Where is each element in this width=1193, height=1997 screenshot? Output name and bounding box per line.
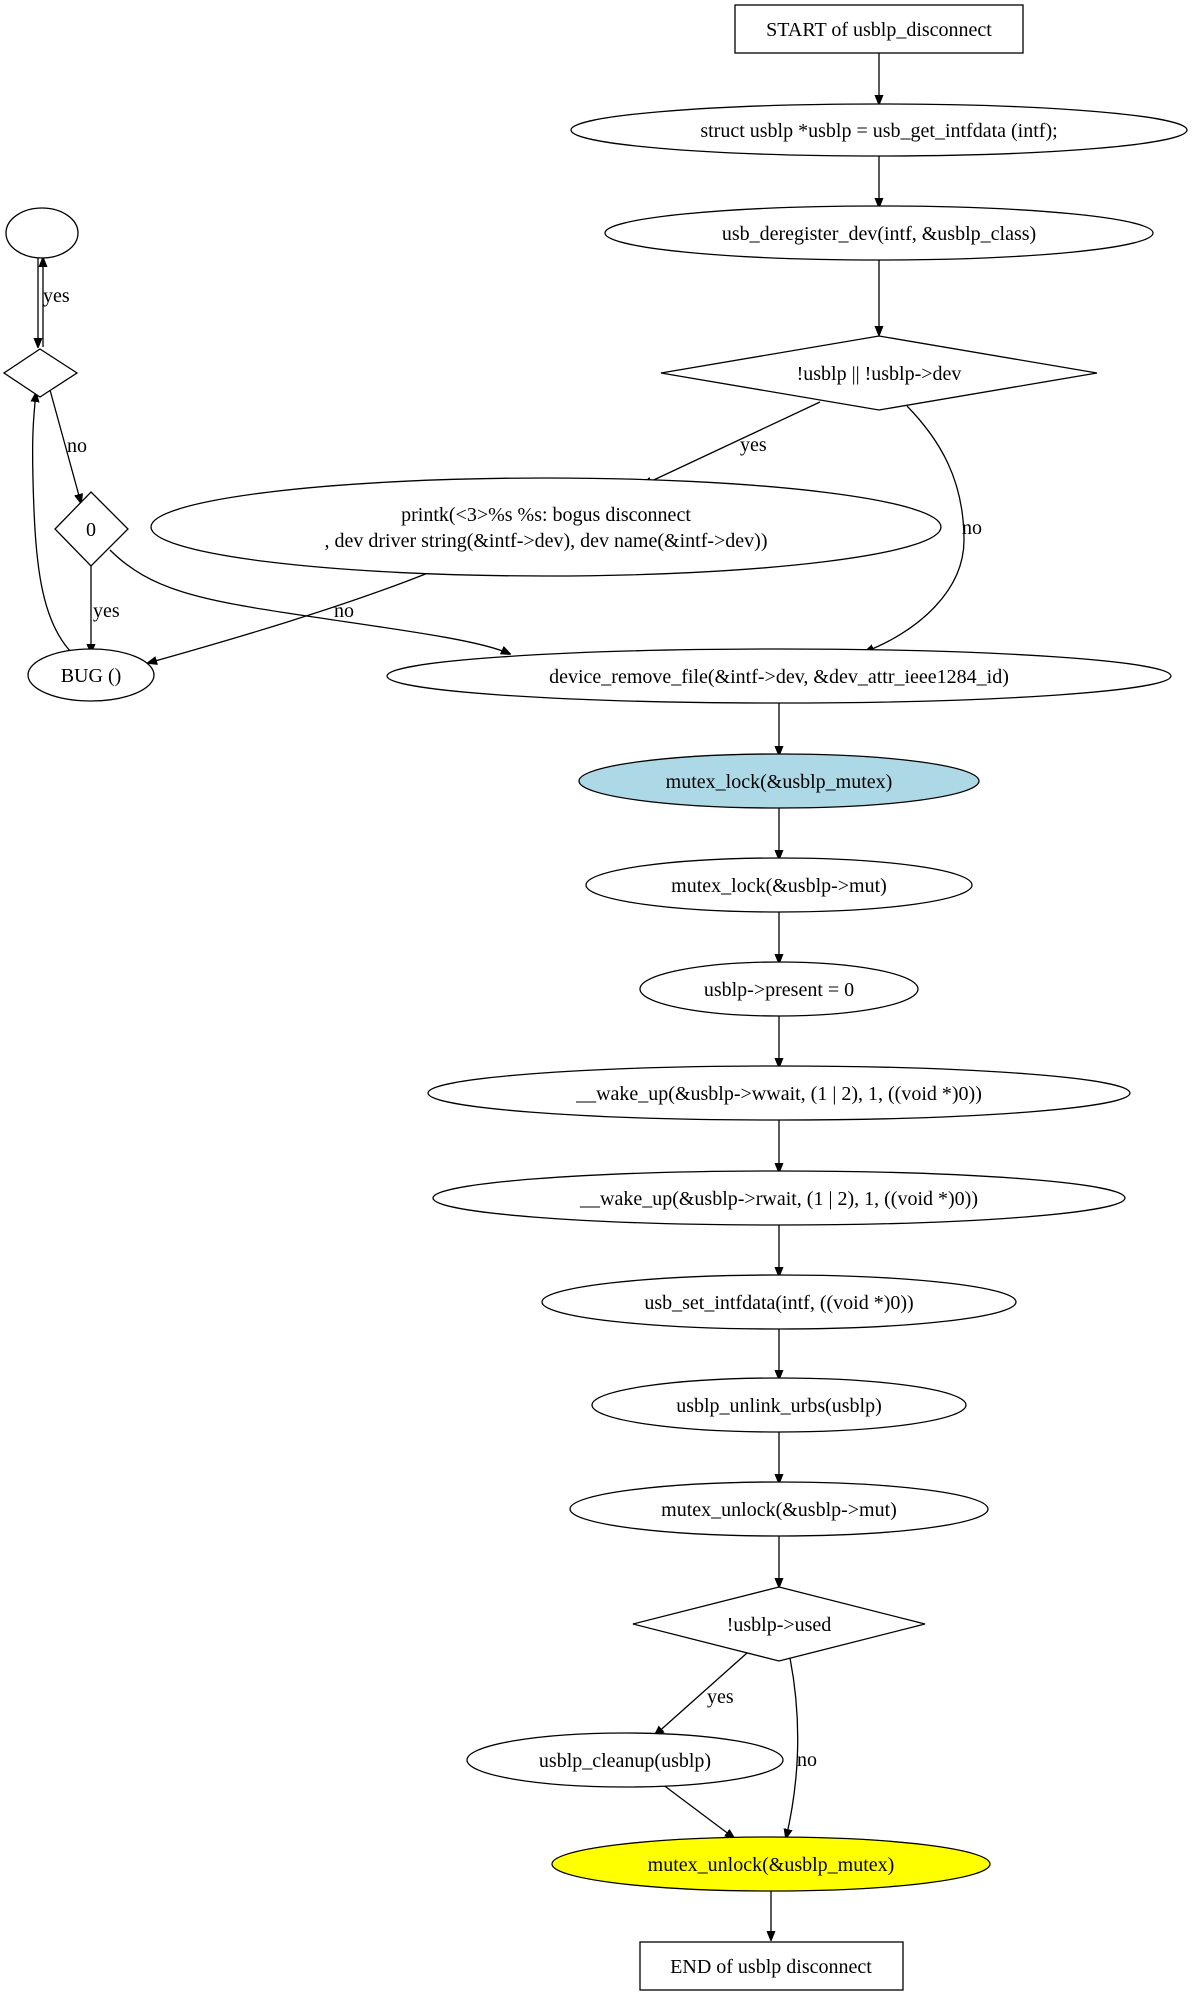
node-check-usblp-label: !usblp || !usblp->dev (797, 363, 962, 385)
edge-label-check-used-no: no (797, 1749, 817, 1771)
edge-label-printk-no: no (334, 600, 354, 622)
node-get-intfdata-label: struct usblp *usblp = usb_get_intfdata (… (700, 120, 1057, 142)
node-present-label: usblp->present = 0 (704, 979, 854, 1001)
edge-check-used-to-cleanup-yes (655, 1652, 748, 1735)
node-wake-wwait-shape (427, 1065, 1131, 1121)
node-present: usblp->present = 0 (639, 961, 919, 1017)
node-check-usblp: !usblp || !usblp->dev (660, 335, 1098, 411)
edge-printk-to-bug-no (148, 572, 429, 663)
node-remove-file: device_remove_file(&intf->dev, &dev_attr… (386, 648, 1172, 704)
node-cleanup-shape (466, 1732, 784, 1788)
node-bug: BUG () (27, 648, 155, 702)
node-get-intfdata-shape (570, 103, 1188, 157)
node-wake-rwait-label: __wake_up(&usblp->rwait, (1 | 2), 1, ((v… (579, 1188, 978, 1210)
edge-check-used-to-unlock-global-no (786, 1657, 799, 1838)
node-lock-global-shape (578, 753, 980, 809)
node-unlink-urbs: usblp_unlink_urbs(usblp) (591, 1377, 967, 1433)
node-set-intfdata-shape (541, 1274, 1017, 1330)
edges (33, 53, 965, 1940)
node-lock-global: mutex_lock(&usblp_mutex) (578, 753, 980, 809)
node-zero-check-label: 0 (86, 519, 96, 541)
node-start-box (734, 4, 1024, 54)
node-cleanup-label: usblp_cleanup(usblp) (539, 1750, 711, 1772)
node-unlock-mut-shape (569, 1481, 989, 1537)
edge-check-usblp-to-printk-yes (643, 401, 821, 485)
edge-bug-to-empty-diamond (33, 393, 73, 654)
node-zero-check: 0 (54, 491, 129, 567)
node-unlink-urbs-shape (591, 1377, 967, 1433)
node-deregister-shape (604, 205, 1154, 261)
node-wake-rwait-shape (432, 1170, 1126, 1226)
edge-check-usblp-to-remove-file-no (865, 405, 965, 652)
node-printk: printk(<3>%s %s: bogus disconnect , dev … (150, 477, 942, 577)
node-end-label: END of usblp disconnect (670, 1956, 872, 1978)
node-start: START of usblp_disconnect (734, 4, 1024, 54)
edge-label-check-usblp-yes: yes (740, 434, 767, 456)
node-printk-label-line1: printk(<3>%s %s: bogus disconnect (401, 504, 691, 526)
node-empty-diamond-shape (2, 348, 79, 398)
node-check-used-label: !usblp->used (727, 1614, 832, 1636)
node-wake-wwait: __wake_up(&usblp->wwait, (1 | 2), 1, ((v… (427, 1065, 1131, 1121)
edge-label-empty-diamond-yes: yes (43, 285, 70, 307)
node-end: END of usblp disconnect (639, 1941, 904, 1991)
node-unlock-global-label: mutex_unlock(&usblp_mutex) (648, 1854, 895, 1876)
edge-label-check-usblp-no: no (962, 517, 982, 539)
node-bug-shape (27, 648, 155, 702)
node-bug-label: BUG () (61, 665, 122, 687)
node-wake-rwait: __wake_up(&usblp->rwait, (1 | 2), 1, ((v… (432, 1170, 1126, 1226)
node-cleanup: usblp_cleanup(usblp) (466, 1732, 784, 1788)
node-lock-mut: mutex_lock(&usblp->mut) (585, 857, 973, 913)
node-lock-global-label: mutex_lock(&usblp_mutex) (666, 771, 893, 793)
edge-label-check-used-yes: yes (707, 1686, 734, 1708)
node-printk-shape (150, 477, 942, 577)
node-check-usblp-shape (660, 335, 1098, 411)
node-zero-check-shape (54, 491, 129, 567)
node-get-intfdata: struct usblp *usblp = usb_get_intfdata (… (570, 103, 1188, 157)
node-present-shape (639, 961, 919, 1017)
node-empty-diamond (2, 348, 79, 398)
node-empty-top (5, 207, 79, 259)
node-remove-file-label: device_remove_file(&intf->dev, &dev_attr… (549, 666, 1009, 688)
nodes: START of usblp_disconnect struct usblp *… (2, 4, 1188, 1991)
node-check-used-shape (632, 1586, 926, 1662)
node-unlock-global-shape (551, 1836, 991, 1892)
node-deregister: usb_deregister_dev(intf, &usblp_class) (604, 205, 1154, 261)
node-deregister-label: usb_deregister_dev(intf, &usblp_class) (722, 223, 1036, 245)
node-lock-mut-label: mutex_lock(&usblp->mut) (671, 875, 887, 897)
edge-label-zero-check-yes: yes (93, 600, 120, 622)
edge-label-empty-diamond-no: no (67, 435, 87, 457)
node-unlock-mut: mutex_unlock(&usblp->mut) (569, 1481, 989, 1537)
node-end-box (639, 1941, 904, 1991)
edge-zero-check-to-remove-file (109, 549, 510, 654)
node-set-intfdata: usb_set_intfdata(intf, ((void *)0)) (541, 1274, 1017, 1330)
node-remove-file-shape (386, 648, 1172, 704)
node-unlink-urbs-label: usblp_unlink_urbs(usblp) (676, 1395, 882, 1417)
node-empty-top-shape (5, 207, 79, 259)
node-wake-wwait-label: __wake_up(&usblp->wwait, (1 | 2), 1, ((v… (575, 1083, 982, 1105)
node-printk-label-line2: , dev driver string(&intf->dev), dev nam… (325, 530, 768, 552)
node-lock-mut-shape (585, 857, 973, 913)
node-start-label: START of usblp_disconnect (766, 19, 992, 41)
edge-cleanup-to-unlock-global (661, 1783, 734, 1838)
node-unlock-mut-label: mutex_unlock(&usblp->mut) (661, 1499, 897, 1521)
edge-empty-diamond-to-zero-check-no (49, 389, 81, 503)
node-check-used: !usblp->used (632, 1586, 926, 1662)
edge-labels: yes no no yes no yes yes no (43, 285, 982, 1771)
node-set-intfdata-label: usb_set_intfdata(intf, ((void *)0)) (644, 1292, 913, 1314)
node-unlock-global: mutex_unlock(&usblp_mutex) (551, 1836, 991, 1892)
